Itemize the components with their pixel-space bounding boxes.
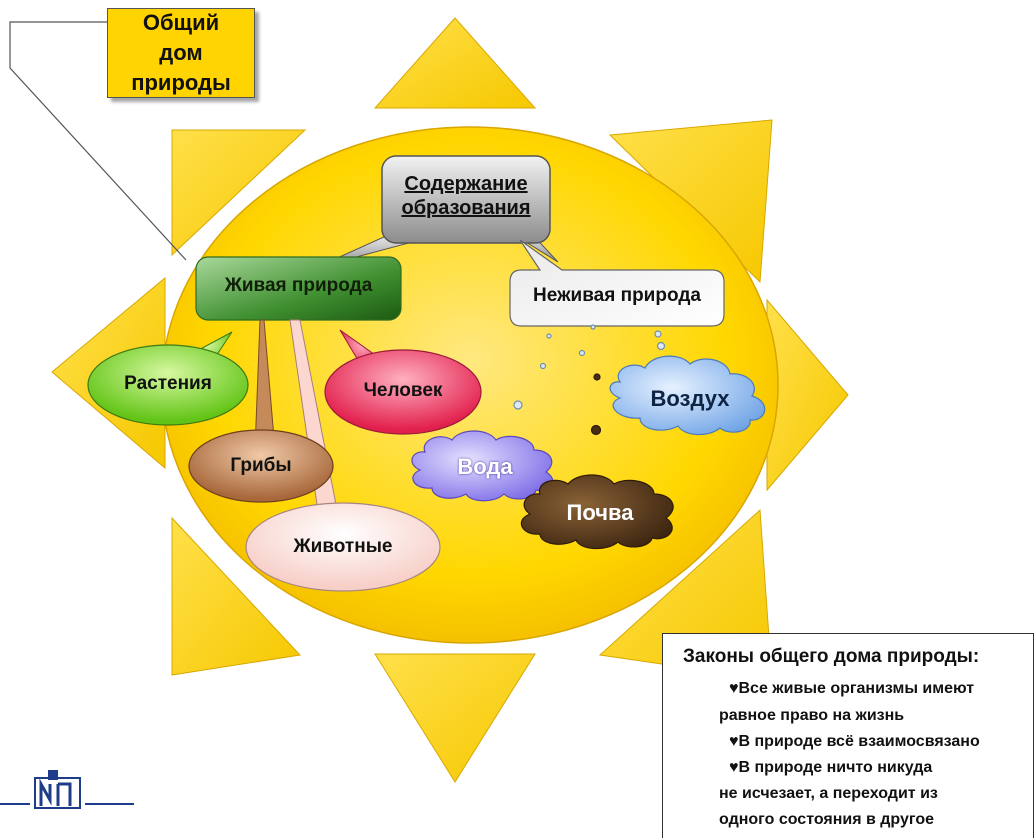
law-text: В природе всё взаимосвязано — [738, 733, 980, 750]
logo — [0, 770, 134, 809]
law-text: В природе ничто никуда — [738, 759, 933, 776]
center-label: Содержание образования — [382, 172, 550, 220]
human-node — [324, 329, 482, 435]
ray-bottom — [374, 653, 536, 783]
heart-icon: ♥ — [729, 680, 739, 697]
ray-bottom-left — [171, 516, 302, 676]
soil-node — [520, 474, 674, 550]
title-connector-line — [9, 21, 187, 261]
human-label: Человек — [363, 380, 443, 401]
air-node — [609, 355, 766, 436]
ray-top-left — [171, 129, 307, 257]
laws-box: Законы общего дома природы: ♥Все живые о… — [662, 633, 1034, 838]
plants-label: Растения — [124, 373, 212, 394]
water-label: Вода — [457, 454, 513, 479]
living-label: Живая природа — [224, 275, 373, 296]
law-line: ♥В природе ничто никуда — [729, 759, 932, 777]
heart-icon: ♥ — [729, 759, 739, 776]
nonliving-node — [509, 239, 725, 327]
ray-top — [373, 17, 537, 109]
law-line: не исчезает, а переходит из — [719, 785, 938, 803]
animals-node — [245, 502, 441, 592]
ray-right — [766, 298, 849, 492]
plants-node — [87, 331, 249, 426]
title-box: Общий дом природы — [107, 8, 255, 98]
heart-icon: ♥ — [729, 733, 739, 750]
fungi-label: Грибы — [230, 455, 292, 476]
nonliving-label: Неживая природа — [533, 285, 701, 306]
center-node — [314, 155, 559, 269]
law-line: одного состояния в другое — [719, 811, 934, 829]
law-line: равное право на жизнь — [719, 707, 904, 725]
law-text: не исчезает, а переходит из — [719, 785, 938, 802]
air-label: Воздух — [650, 386, 730, 411]
center-label-line-2: образования — [401, 197, 531, 219]
law-line: ♥Все живые организмы имеют — [729, 680, 974, 698]
soil-label: Почва — [566, 500, 634, 525]
center-label-line-1: Содержание — [404, 173, 528, 195]
diagram-title: Общий дом природы — [131, 10, 231, 95]
law-text: одного состояния в другое — [719, 811, 935, 828]
law-text: равное право на жизнь — [719, 707, 905, 724]
fungi-node — [188, 429, 334, 503]
law-text: Все живые организмы имеют — [738, 680, 975, 697]
water-node — [411, 430, 554, 502]
laws-title: Законы общего дома природы: — [683, 646, 980, 667]
animals-label: Животные — [293, 536, 393, 557]
law-line: ♥В природе всё взаимосвязано — [729, 733, 980, 751]
